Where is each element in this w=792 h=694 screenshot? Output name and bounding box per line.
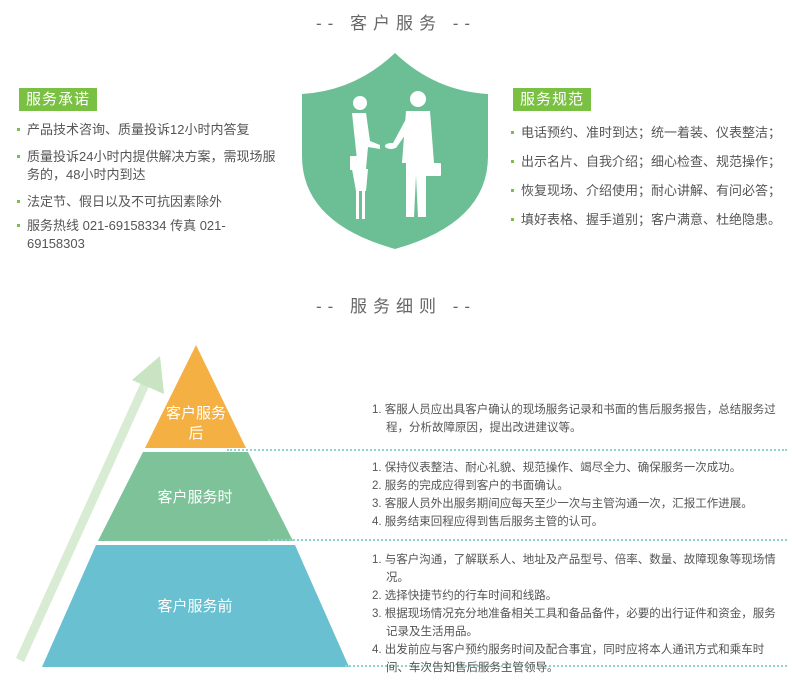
- promise-item: 产品技术咨询、质量投诉12小时内答复: [17, 121, 282, 139]
- promise-item: 服务热线 021-69158334 传真 021-69158303: [17, 217, 282, 253]
- detail-item: 2. 选择快捷节约的行车时间和线路。: [372, 590, 558, 602]
- promise-item: 质量投诉24小时内提供解决方案，需现场服务的，48小时内到达: [17, 148, 282, 184]
- separator-line: [227, 449, 787, 451]
- norms-list: 电话预约、准时到达；统一着装、仪表整洁； 出示名片、自我介绍；细心检查、规范操作…: [511, 124, 786, 240]
- pyramid-label-bottom: 客户服务前: [157, 598, 233, 615]
- detail-item: 3. 客服人员外出服务期间应每天至少一次与主管沟通一次，汇报工作进展。: [372, 498, 753, 510]
- pyramid-tier-middle: [98, 452, 293, 541]
- handshake-people-icon: [350, 91, 441, 219]
- detail-item: 4. 出发前应与客户预约服务时间及配合事宜，同时应将本人通讯方式和乘车时间、车次…: [372, 644, 765, 674]
- section-title-rules: -- 服务细则 --: [315, 297, 477, 316]
- pyramid-tier-top: [145, 345, 246, 448]
- norms-item: 恢复现场、介绍使用；耐心讲解、有问必答；: [511, 182, 786, 200]
- pyramid-label-middle: 客户服务时: [157, 489, 233, 506]
- detail-item: 2. 服务的完成应得到客户的书面确认。: [372, 480, 569, 492]
- detail-item: 1. 客服人员应出具客户确认的现场服务记录和书面的售后服务报告，总结服务过程，分…: [372, 404, 776, 434]
- details-before: 1. 与客户沟通，了解联系人、地址及产品型号、倍率、数量、故障现象等现场情况。 …: [372, 551, 784, 677]
- norms-item: 出示名片、自我介绍；细心检查、规范操作；: [511, 153, 786, 171]
- detail-item: 1. 保持仪表整洁、耐心礼貌、规范操作、竭尽全力、确保服务一次成功。: [372, 462, 742, 474]
- detail-item: 1. 与客户沟通，了解联系人、地址及产品型号、倍率、数量、故障现象等现场情况。: [372, 554, 776, 584]
- promise-list: 产品技术咨询、质量投诉12小时内答复 质量投诉24小时内提供解决方案，需现场服务…: [17, 121, 282, 262]
- separator-line: [268, 539, 787, 541]
- details-during: 1. 保持仪表整洁、耐心礼貌、规范操作、竭尽全力、确保服务一次成功。 2. 服务…: [372, 459, 782, 531]
- pyramid-diagram: [42, 345, 349, 667]
- pyramid-tier-bottom: [42, 545, 349, 667]
- promise-item: 法定节、假日以及不可抗因素除外: [17, 193, 282, 211]
- growth-arrow-icon: [16, 356, 164, 662]
- detail-item: 4. 服务结束回程应得到售后服务主管的认可。: [372, 516, 604, 528]
- norms-item: 电话预约、准时到达；统一着装、仪表整洁；: [511, 124, 786, 142]
- norms-item: 填好表格、握手道别；客户满意、杜绝隐患。: [511, 211, 786, 229]
- separator-line: [345, 665, 787, 667]
- detail-item: 3. 根据现场情况充分地准备相关工具和备品备件，必要的出行证件和资金，服务记录及…: [372, 608, 776, 638]
- section-title-service: -- 客户服务 --: [315, 14, 477, 33]
- details-after: 1. 客服人员应出具客户确认的现场服务记录和书面的售后服务报告，总结服务过程，分…: [372, 401, 782, 437]
- promise-label: 服务承诺: [19, 88, 98, 111]
- shield-icon: [302, 53, 488, 249]
- pyramid-label-top: 客户服务后: [166, 405, 227, 442]
- norms-label: 服务规范: [513, 88, 592, 111]
